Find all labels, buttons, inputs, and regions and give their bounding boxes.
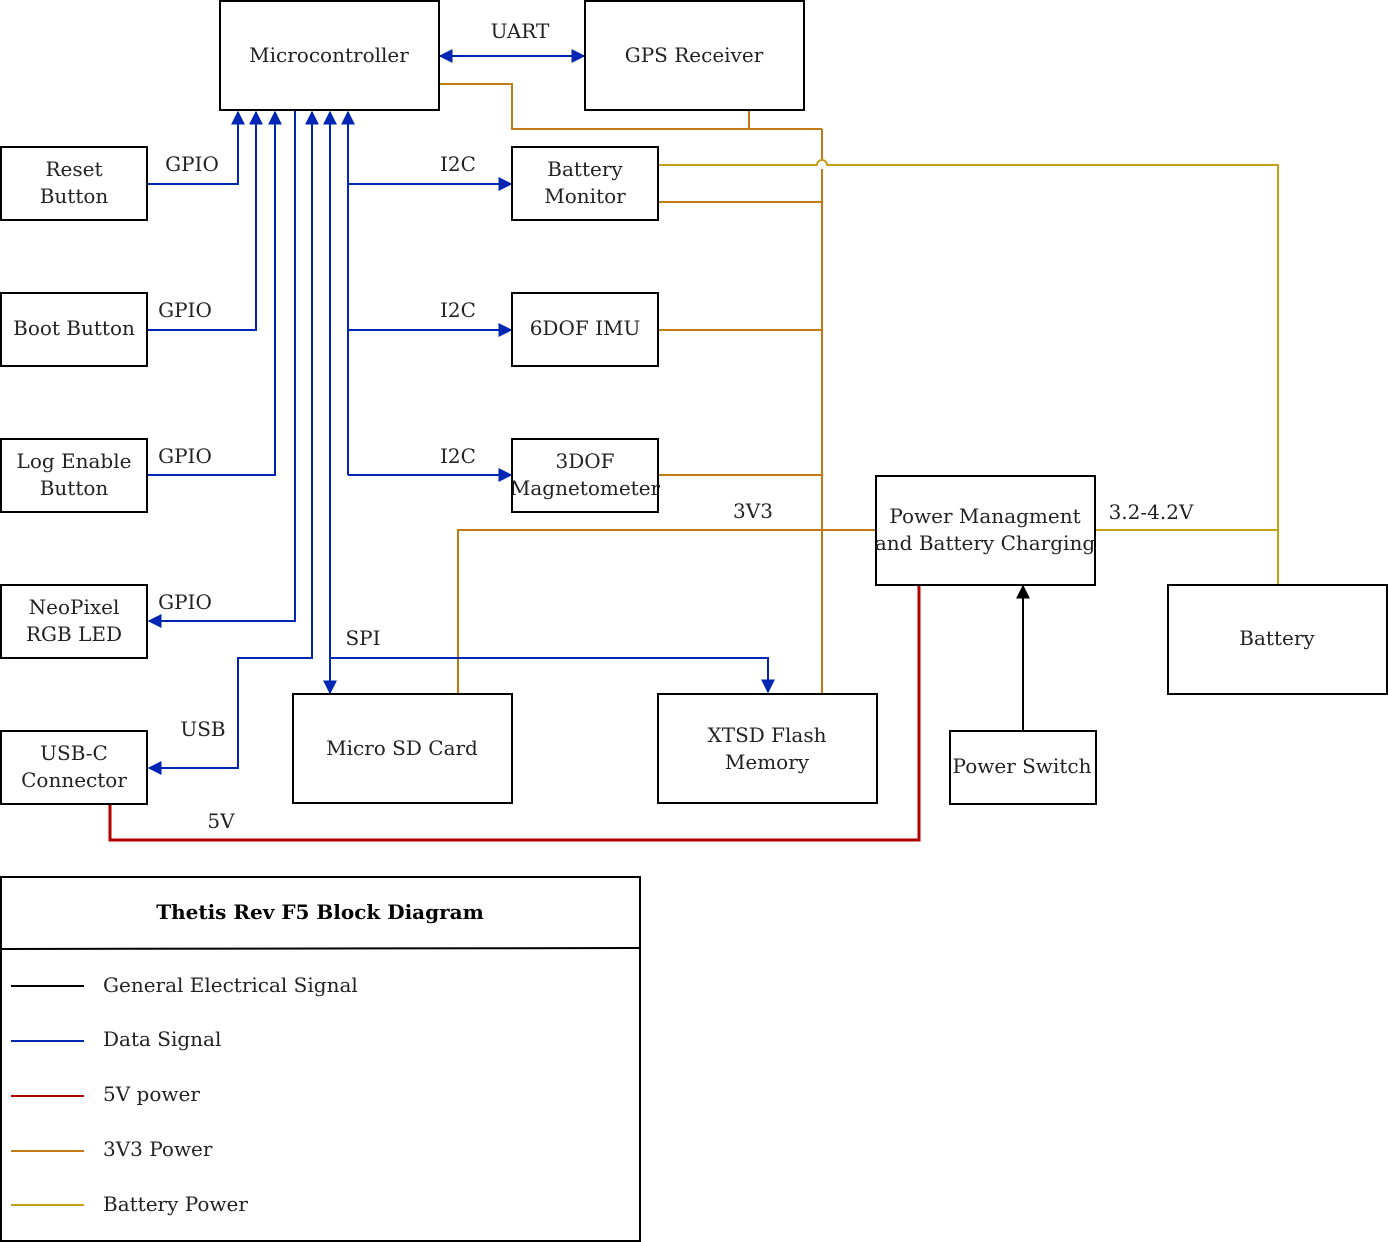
usb-c-connector-block: USB-C Connector bbox=[0, 730, 148, 805]
i2c-imu-label: I2C bbox=[440, 298, 476, 322]
legend-item-battery: Battery Power bbox=[11, 1192, 248, 1216]
magnetometer-label-line1: 3DOF bbox=[555, 449, 614, 473]
reset-button-label-line1: Reset bbox=[45, 157, 102, 181]
gps-receiver-label: GPS Receiver bbox=[625, 43, 764, 67]
usb-c-label-line1: USB-C bbox=[40, 741, 108, 765]
gpio-reset-label: GPIO bbox=[165, 152, 219, 176]
log-enable-label-line2: Button bbox=[40, 476, 109, 500]
battery-power-wires bbox=[658, 159, 1279, 585]
gps-receiver-block: GPS Receiver bbox=[584, 0, 805, 111]
legend-label-5v: 5V power bbox=[103, 1082, 200, 1106]
i2c-mag-label: I2C bbox=[440, 444, 476, 468]
imu-block: 6DOF IMU bbox=[511, 292, 659, 367]
micro-sd-card-label: Micro SD Card bbox=[326, 736, 478, 760]
imu-label: 6DOF IMU bbox=[530, 316, 641, 340]
power-3v3-wires bbox=[440, 83, 876, 694]
magnetometer-label-line2: Magnetometer bbox=[510, 476, 661, 500]
legend-label-data: Data Signal bbox=[103, 1027, 221, 1051]
micro-sd-card-block: Micro SD Card bbox=[292, 693, 513, 804]
microcontroller-label: Microcontroller bbox=[249, 43, 409, 67]
power-switch-block: Power Switch bbox=[949, 730, 1097, 805]
log-enable-label-line1: Log Enable bbox=[17, 449, 132, 473]
spi-label: SPI bbox=[345, 626, 380, 650]
neopixel-label-line1: NeoPixel bbox=[29, 595, 120, 619]
reset-button-block: Reset Button bbox=[0, 146, 148, 221]
boot-button-label: Boot Button bbox=[13, 316, 135, 340]
flash-memory-block: XTSD Flash Memory bbox=[657, 693, 878, 804]
legend: Thetis Rev F5 Block Diagram General Elec… bbox=[0, 876, 641, 1242]
battery-monitor-block: Battery Monitor bbox=[511, 146, 659, 221]
reset-button-label-line2: Button bbox=[40, 184, 109, 208]
legend-label-3v3: 3V3 Power bbox=[103, 1137, 213, 1161]
power-5v-wire bbox=[108, 585, 921, 842]
neopixel-block: NeoPixel RGB LED bbox=[0, 584, 148, 659]
flash-memory-label-line2: Memory bbox=[725, 750, 810, 774]
legend-item-5v: 5V power bbox=[11, 1082, 200, 1106]
legend-item-data: Data Signal bbox=[11, 1027, 221, 1051]
log-enable-button-block: Log Enable Button bbox=[0, 438, 148, 513]
neopixel-label-line2: RGB LED bbox=[26, 622, 122, 646]
power-switch-label: Power Switch bbox=[953, 754, 1092, 778]
legend-label-general: General Electrical Signal bbox=[103, 973, 358, 997]
legend-item-general: General Electrical Signal bbox=[11, 973, 358, 997]
flash-memory-label-line1: XTSD Flash bbox=[707, 723, 826, 747]
battery-monitor-label-line2: Monitor bbox=[544, 184, 626, 208]
data-wires bbox=[147, 49, 775, 775]
gpio-log-label: GPIO bbox=[158, 444, 212, 468]
5v-label: 5V bbox=[207, 809, 235, 833]
usb-label: USB bbox=[180, 717, 225, 741]
power-management-label-line2: and Battery Charging bbox=[875, 531, 1095, 555]
battery-voltage-label: 3.2-4.2V bbox=[1109, 500, 1194, 524]
power-management-label-line1: Power Managment bbox=[889, 504, 1080, 528]
3v3-label: 3V3 bbox=[733, 499, 773, 523]
connection-labels: UART GPIO GPIO GPIO GPIO USB I2C I2C I2C… bbox=[158, 19, 1194, 833]
uart-label: UART bbox=[491, 19, 550, 43]
battery-monitor-label-line1: Battery bbox=[547, 157, 623, 181]
legend-label-battery: Battery Power bbox=[103, 1192, 248, 1216]
usb-c-label-line2: Connector bbox=[21, 768, 127, 792]
microcontroller-block: Microcontroller bbox=[219, 0, 440, 111]
legend-item-3v3: 3V3 Power bbox=[11, 1137, 213, 1161]
gpio-neopixel-label: GPIO bbox=[158, 590, 212, 614]
battery-label: Battery bbox=[1239, 626, 1315, 650]
i2c-battmon-label: I2C bbox=[440, 152, 476, 176]
magnetometer-block: 3DOF Magnetometer bbox=[510, 438, 661, 513]
power-management-block: Power Managment and Battery Charging bbox=[875, 475, 1096, 586]
battery-block: Battery bbox=[1167, 584, 1388, 695]
gpio-boot-label: GPIO bbox=[158, 298, 212, 322]
boot-button-block: Boot Button bbox=[0, 292, 148, 367]
legend-title: Thetis Rev F5 Block Diagram bbox=[156, 900, 484, 924]
